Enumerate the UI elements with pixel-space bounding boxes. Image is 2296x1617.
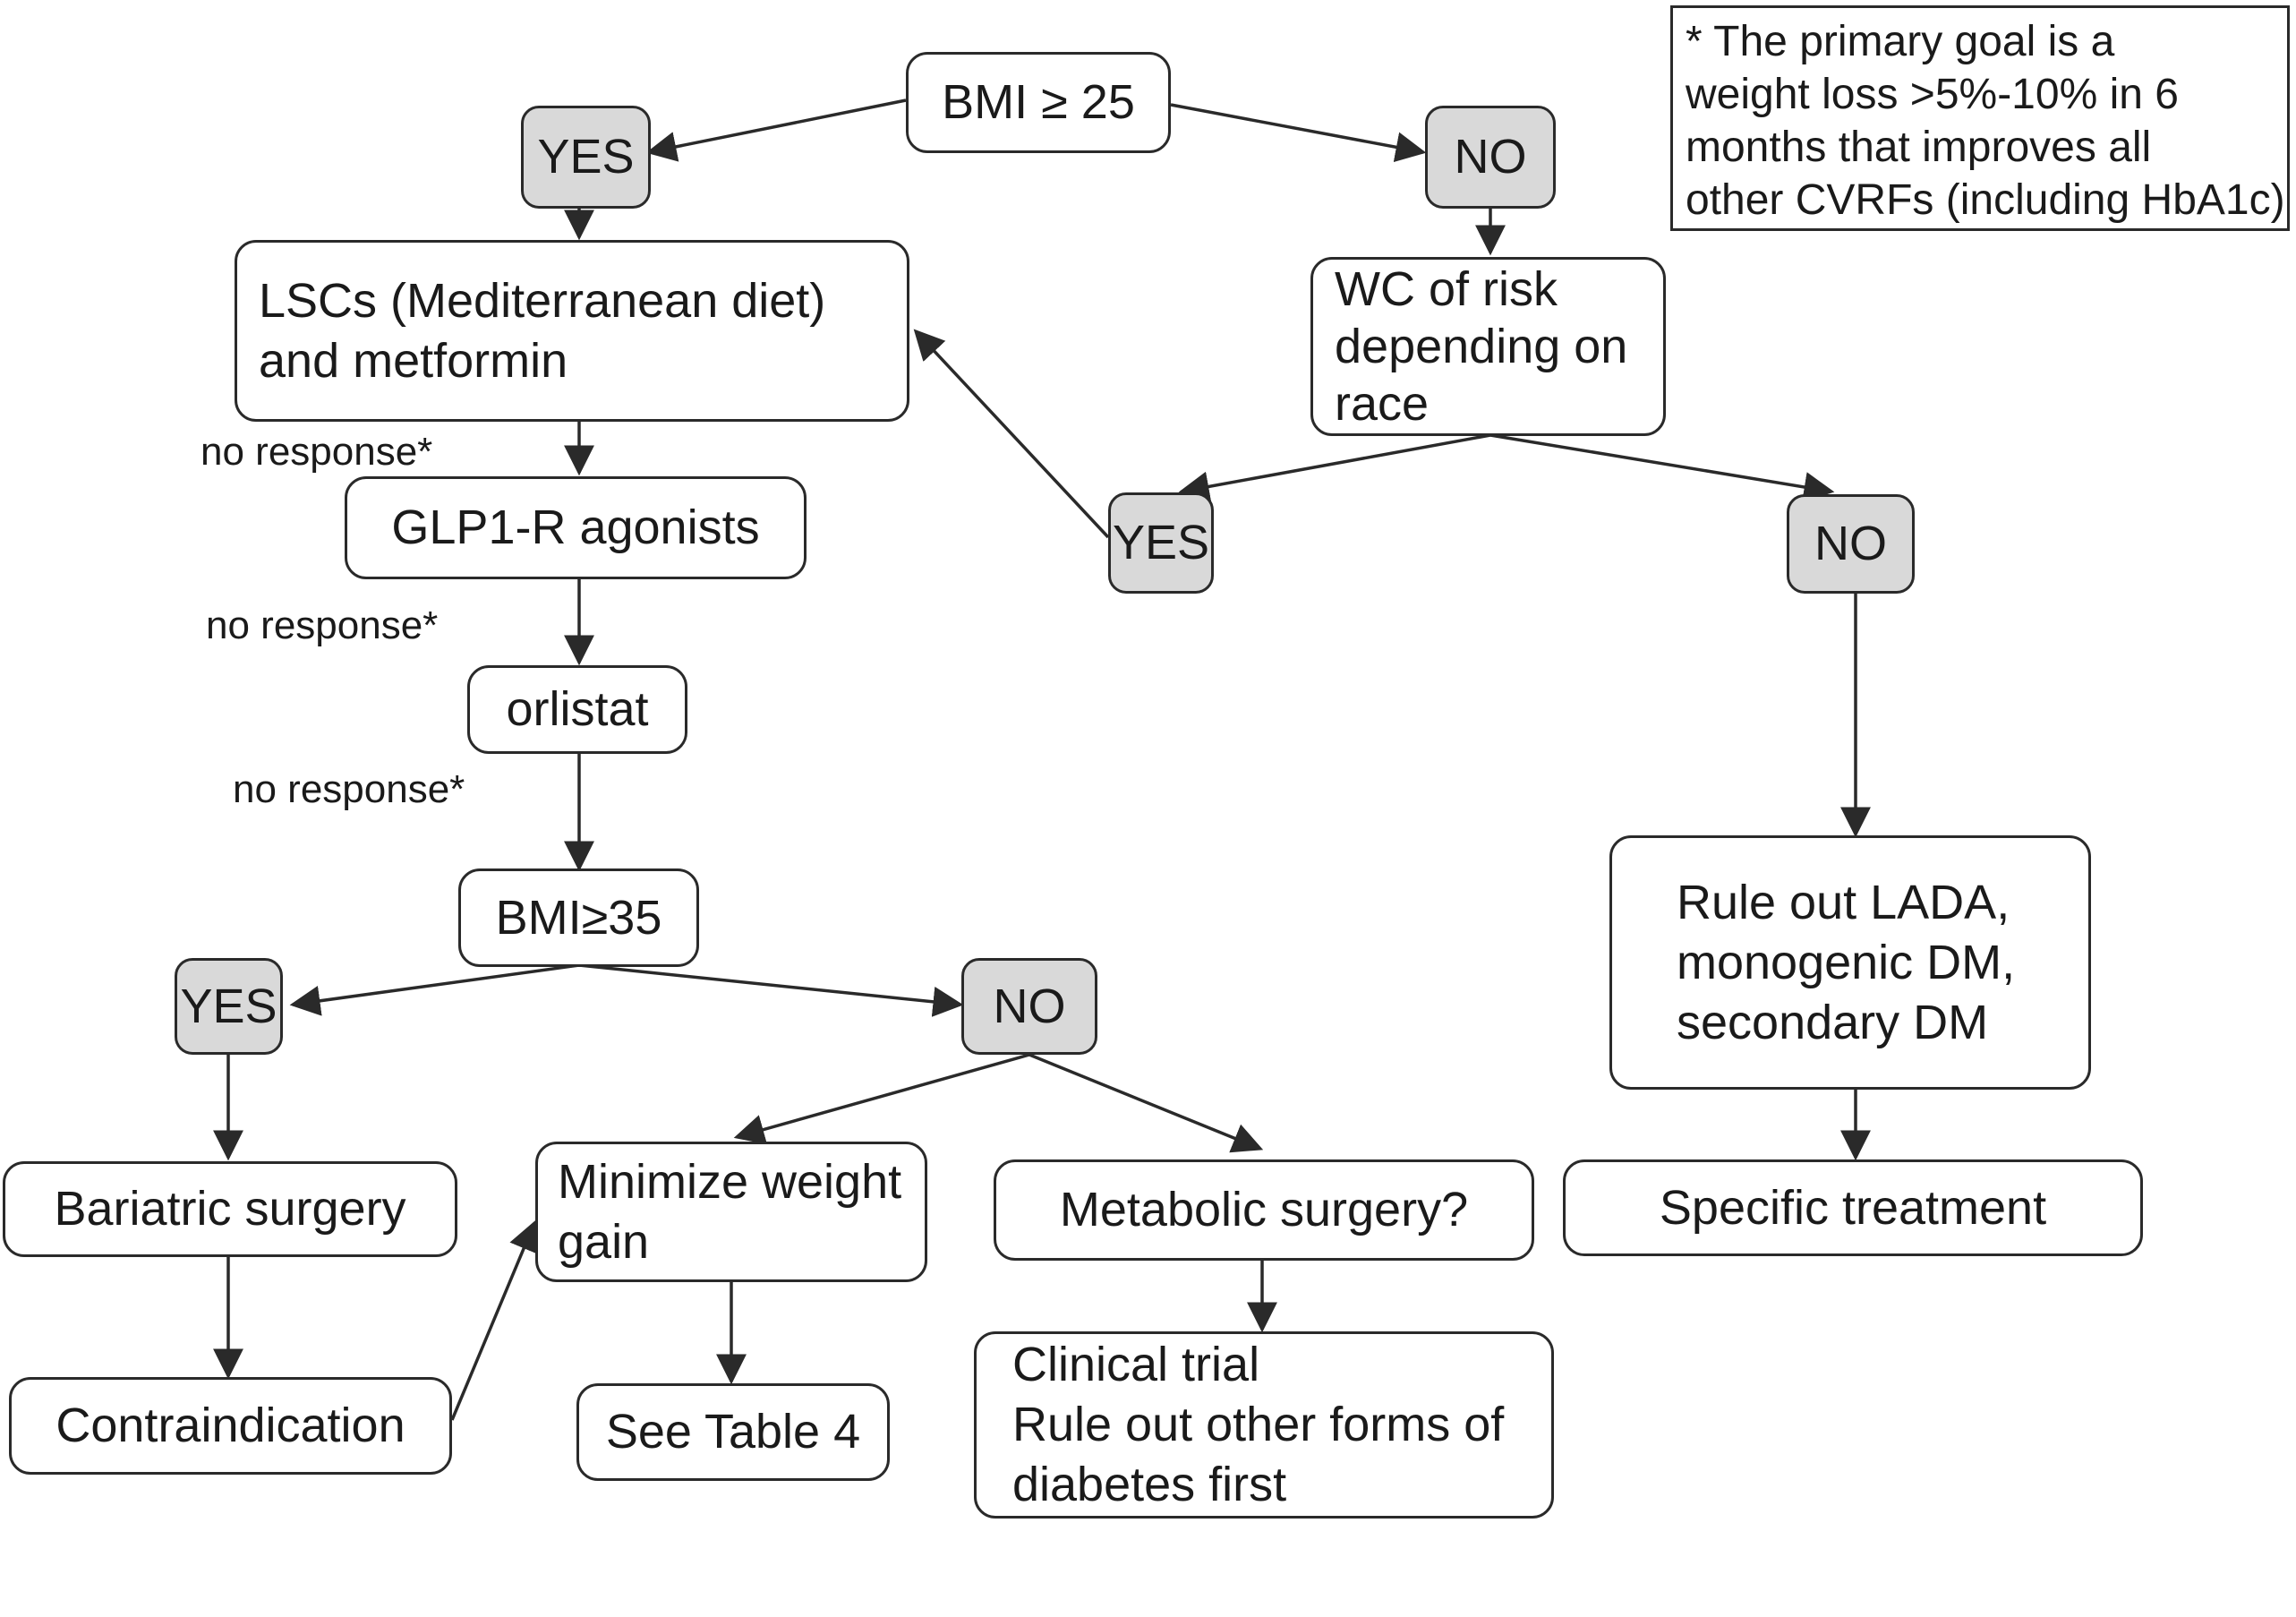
node-yes-wc: YES	[1108, 492, 1214, 594]
edge-bmi25-no1	[1170, 103, 1427, 163]
node-ruleout-line1: Rule out LADA,	[1677, 875, 2010, 929]
node-clinical-line2: Rule out other forms of	[1012, 1398, 1505, 1451]
node-wc-line2: depending on	[1335, 320, 1628, 373]
node-bariatric-surgery: Bariatric surgery	[3, 1161, 457, 1257]
node-no-bmi35-text: NO	[993, 979, 1066, 1033]
node-minimize-line1: Minimize weight	[558, 1154, 902, 1209]
node-bmi-25-text: BMI ≥ 25	[942, 75, 1135, 129]
node-no-wc-text: NO	[1814, 517, 1887, 570]
node-glp1: GLP1-R agonists	[345, 476, 807, 579]
footnote-line1: * The primary goal is a	[1686, 18, 2115, 65]
edge-wc-no2	[1489, 433, 1835, 502]
node-yes-bmi25: YES	[521, 106, 651, 209]
node-wc-risk: WC of risk depending on race	[1310, 257, 1666, 436]
node-yes-bmi35-text: YES	[180, 979, 277, 1033]
node-specific-text: Specific treatment	[1659, 1180, 2047, 1235]
node-no-wc: NO	[1787, 494, 1915, 594]
edge-no3-minimize	[733, 1053, 1030, 1145]
node-specific-treatment: Specific treatment	[1563, 1159, 2143, 1256]
edge-yes2-lscs	[913, 329, 1110, 539]
node-clinical-trial: Clinical trial Rule out other forms of d…	[974, 1331, 1554, 1519]
node-bmi-25: BMI ≥ 25	[906, 52, 1171, 153]
footnote-line3: months that improves all	[1686, 124, 2152, 171]
node-ruleout-line2: monogenic DM,	[1677, 935, 2016, 989]
edge-bmi35-yes3	[289, 963, 580, 1016]
node-contraindication: Contraindication	[9, 1377, 452, 1475]
node-orlistat: orlistat	[467, 665, 687, 754]
node-lscs-line2: and metformin	[259, 333, 568, 388]
node-minimize-weight-gain: Minimize weight gain	[535, 1142, 927, 1282]
node-yes-bmi25-text: YES	[537, 130, 635, 184]
node-glp1-text: GLP1-R agonists	[391, 500, 760, 554]
node-wc-line3: race	[1335, 377, 1430, 431]
edge-wc-yes2	[1178, 433, 1491, 502]
node-clinical-line1: Clinical trial	[1012, 1338, 1260, 1391]
node-ruleout-line3: secondary DM	[1677, 995, 1989, 1049]
footnote-line4: other CVRFs (including HbA1c)	[1686, 176, 2285, 224]
node-no-bmi35: NO	[961, 958, 1097, 1055]
edge-label-no-response-2: no response*	[206, 603, 439, 647]
node-minimize-line2: gain	[558, 1214, 650, 1269]
edge-no3-metabolic	[1029, 1053, 1264, 1153]
node-table4-text: See Table 4	[605, 1405, 861, 1459]
edge-bmi25-yes1	[645, 98, 907, 162]
footnote-line2: weight loss >5%-10% in 6	[1686, 71, 2179, 118]
node-bariatric-text: Bariatric surgery	[54, 1182, 406, 1236]
node-lscs-line1: LSCs (Mediterranean diet)	[259, 273, 826, 328]
node-no-bmi25-text: NO	[1454, 130, 1527, 184]
node-orlistat-text: orlistat	[506, 682, 649, 736]
node-yes-bmi35: YES	[175, 958, 283, 1055]
node-metabolic-text: Metabolic surgery?	[1059, 1183, 1469, 1236]
edge-label-no-response-3: no response*	[233, 767, 465, 811]
node-lscs-metformin: LSCs (Mediterranean diet) and metformin	[235, 240, 909, 422]
node-bmi-35: BMI≥35	[458, 868, 699, 967]
node-bmi-35-text: BMI≥35	[495, 890, 662, 945]
edge-label-no-response-1: no response*	[201, 430, 433, 474]
node-yes-wc-text: YES	[1112, 516, 1210, 569]
node-contra-text: Contraindication	[55, 1399, 405, 1452]
edge-contra-minimize	[450, 1219, 538, 1421]
node-no-bmi25: NO	[1425, 106, 1556, 209]
edge-bmi35-no3	[578, 963, 964, 1017]
node-clinical-line3: diabetes first	[1012, 1458, 1287, 1511]
node-wc-line1: WC of risk	[1335, 262, 1558, 316]
node-rule-out-lada: Rule out LADA, monogenic DM, secondary D…	[1609, 835, 2091, 1090]
node-metabolic-surgery: Metabolic surgery?	[994, 1159, 1534, 1261]
goal-footnote: * The primary goal is a weight loss >5%-…	[1670, 5, 2290, 231]
node-see-table-4: See Table 4	[576, 1383, 890, 1481]
